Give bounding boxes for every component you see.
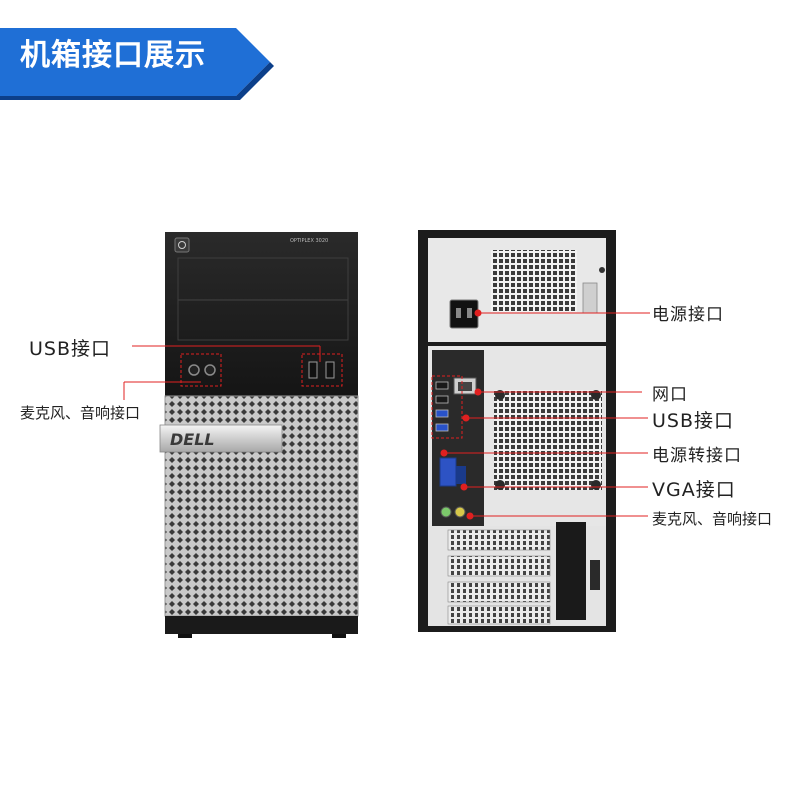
front-audio-label: 麦克风、音响接口 (20, 404, 141, 422)
vga-port-icon (439, 457, 457, 487)
front-tower: OPTIPLEX 3020 DELL (159, 232, 359, 638)
rear-fan-grid (494, 390, 602, 490)
rear-mic-jack-icon (454, 506, 466, 518)
rear-tower (418, 230, 616, 632)
slot-latch (556, 522, 586, 620)
front-usb-port-icon (308, 361, 318, 379)
rear-vga-label: VGA接口 (652, 479, 736, 501)
psu-fan-grid (491, 250, 577, 312)
power-socket-icon (449, 299, 479, 329)
page-title: 机箱接口展示 (20, 38, 206, 73)
rear-usb3-port-icon (435, 409, 449, 418)
rear-usb-label: USB接口 (652, 410, 735, 432)
rear-power-adapter-label: 电源转接口 (652, 446, 742, 466)
front-usb-port-icon (325, 361, 335, 379)
power-button-icon (174, 237, 190, 253)
front-mic-jack-icon (188, 364, 200, 376)
header-banner (0, 28, 274, 100)
rear-usb3-port-icon (435, 423, 449, 432)
dell-badge (159, 424, 283, 453)
rear-network-label: 网口 (652, 385, 688, 405)
rear-usb-port-icon (435, 381, 449, 390)
rear-audio-label: 麦克风、音响接口 (652, 510, 773, 528)
model-text: OPTIPLEX 3020 (290, 238, 328, 244)
front-usb-label: USB接口 (29, 338, 112, 360)
rear-usb-port-icon (435, 395, 449, 404)
front-speaker-jack-icon (204, 364, 216, 376)
rear-speaker-jack-icon (440, 506, 452, 518)
rear-power-label: 电源接口 (652, 305, 724, 325)
dell-logo: DELL (170, 430, 215, 449)
pointer-lines (123, 309, 650, 520)
